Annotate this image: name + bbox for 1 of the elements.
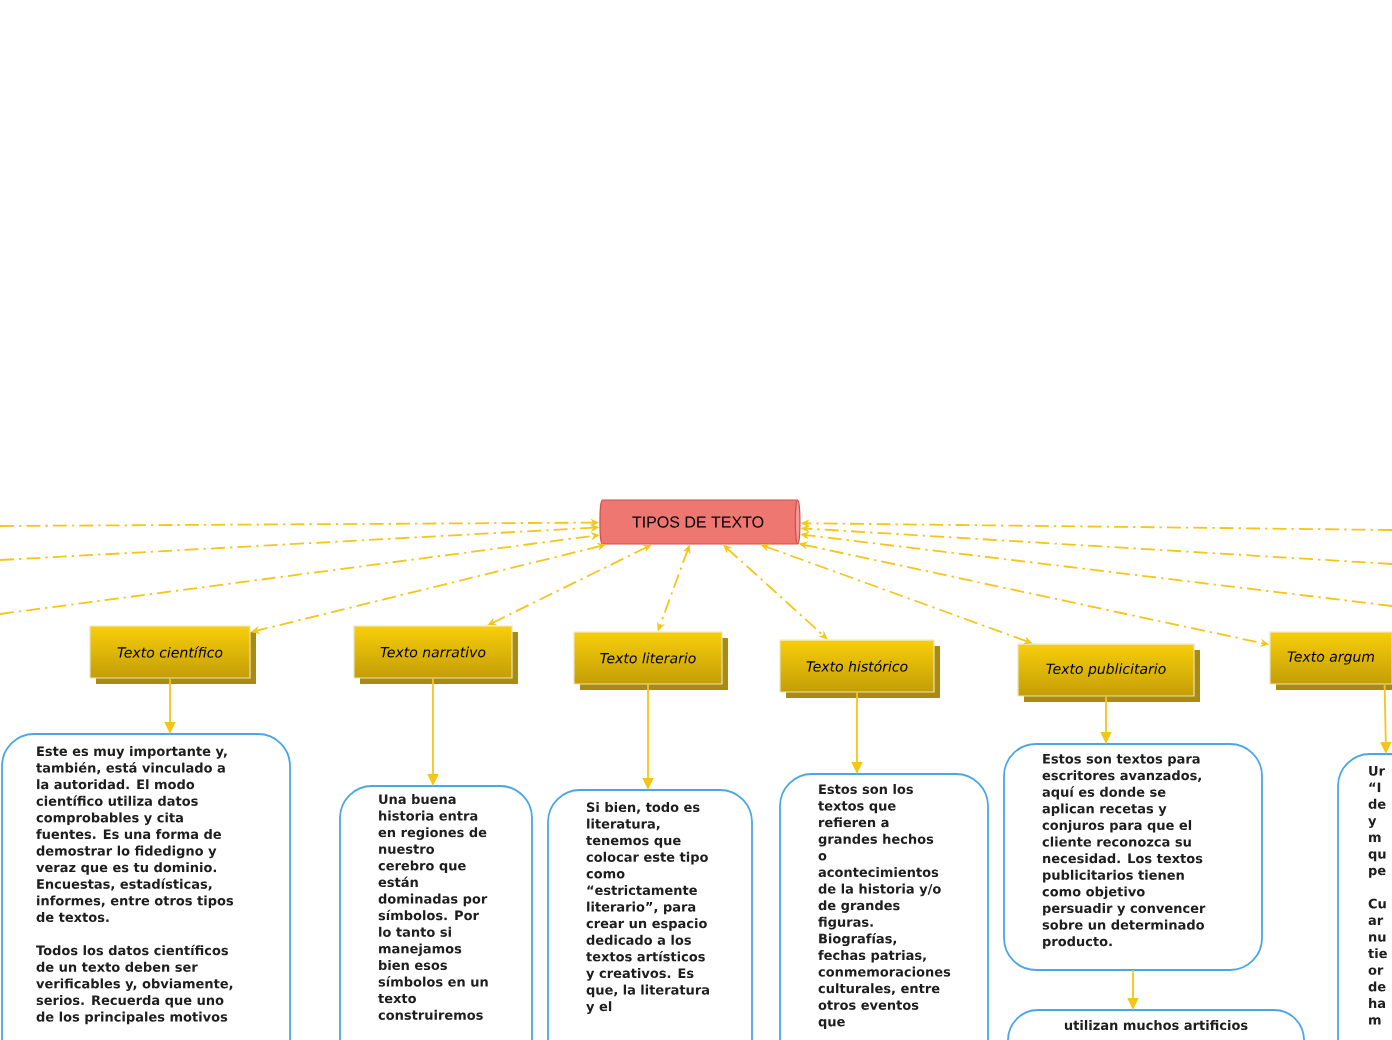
title-cylinder: TIPOS DE TEXTO xyxy=(599,499,801,545)
